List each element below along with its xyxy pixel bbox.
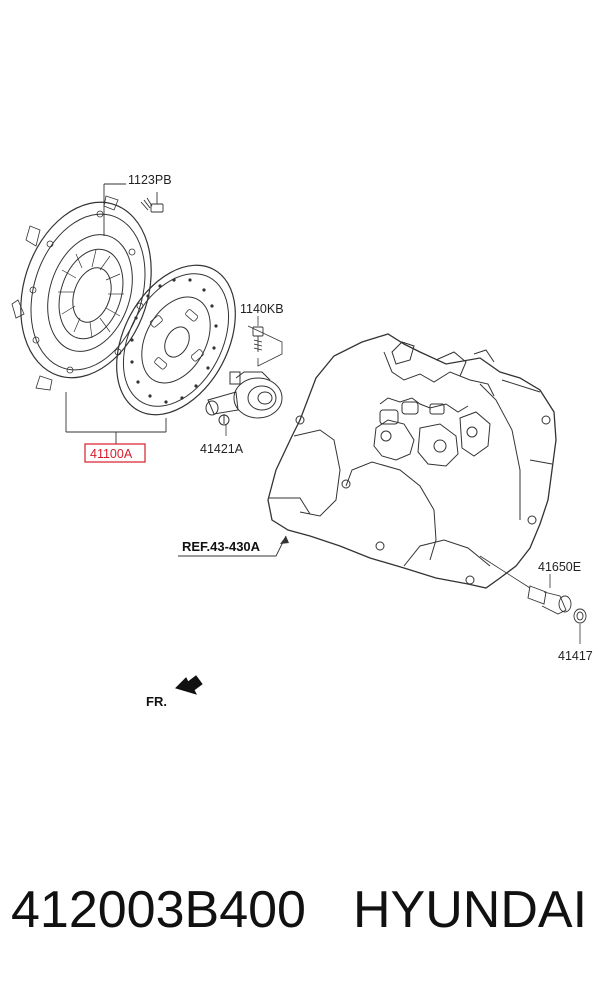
callout-41650e: 41650E: [538, 560, 581, 574]
callout-1140kb: 1140KB: [240, 302, 284, 316]
brand-name: HYUNDAI: [353, 881, 588, 939]
speed-sensor-41650e: [527, 585, 572, 615]
callout-ref-43-430a: REF.43-430A: [182, 539, 261, 554]
exploded-parts-diagram: 1123PB 1140KB 41100A 41421A REF.43-430A …: [11, 173, 593, 709]
front-direction-arrow: [175, 675, 203, 695]
oil-seal-41417: [573, 608, 587, 624]
front-label: FR.: [146, 694, 167, 709]
clutch-disc: [116, 264, 236, 416]
callout-41100a: 41100A: [90, 447, 133, 461]
highlight-box-41100a: [84, 443, 146, 463]
callout-41417: 41417: [558, 649, 593, 663]
clutch-pressure-plate: [11, 195, 152, 391]
callout-41421a: 41421A: [200, 442, 244, 456]
release-bearing-41421a: [205, 371, 283, 426]
bolt-1140kb: [252, 326, 264, 352]
bolt-1123pb: [140, 192, 164, 213]
part-info-footer: 412003B400 HYUNDAI: [0, 870, 600, 960]
callout-1123pb: 1123PB: [128, 173, 172, 187]
clutch-set-bracket: [65, 392, 167, 444]
transmission-housing: [267, 333, 557, 589]
part-number: 412003B400: [11, 881, 306, 939]
